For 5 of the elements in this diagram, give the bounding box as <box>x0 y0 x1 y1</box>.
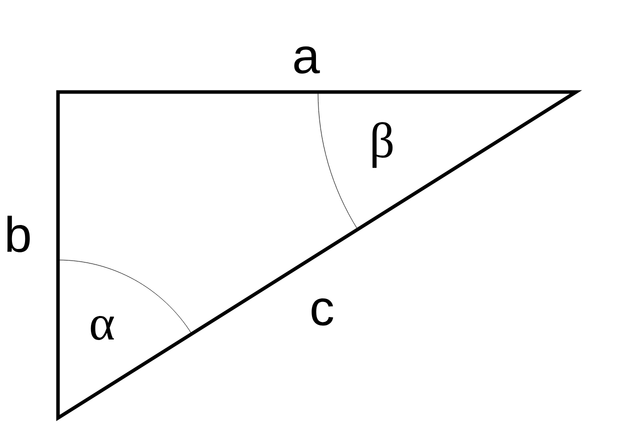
side-label: c <box>312 298 334 326</box>
side-label: b <box>7 216 30 252</box>
angle-label: α <box>90 316 114 340</box>
angle-label: β <box>372 122 393 168</box>
side-label: a <box>294 46 320 74</box>
